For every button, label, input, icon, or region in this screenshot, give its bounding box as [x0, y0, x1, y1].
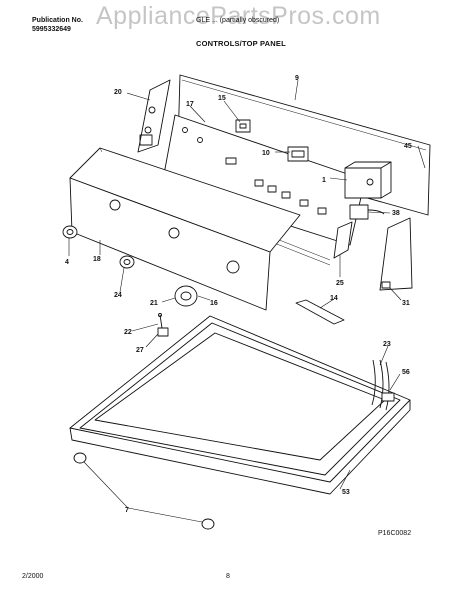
timer — [344, 161, 392, 199]
callout-53: 53 — [342, 489, 350, 496]
callout-18: 18 — [93, 256, 101, 263]
footer-date: 2/2000 — [22, 573, 44, 580]
publication-number: 5995332649 — [32, 26, 71, 33]
clip-7-left — [73, 452, 87, 464]
callout-31: 31 — [402, 300, 410, 307]
callout-22: 22 — [124, 329, 132, 336]
publication-label: Publication No. — [32, 17, 83, 24]
callout-56: 56 — [402, 369, 410, 376]
callout-16: 16 — [210, 300, 218, 307]
screw-22 — [158, 313, 163, 329]
side-bracket — [379, 217, 413, 291]
switch — [287, 146, 309, 162]
main-top-panel — [69, 315, 411, 495]
callout-21: 21 — [150, 300, 158, 307]
callout-14: 14 — [330, 295, 338, 302]
callout-27: 27 — [136, 347, 144, 354]
callout-10: 10 — [262, 150, 270, 157]
section-title: CONTROLS/TOP PANEL — [196, 39, 286, 48]
callout-38: 38 — [392, 210, 400, 217]
callout-45: 45 — [404, 143, 412, 150]
callout-20: 20 — [114, 89, 122, 96]
left-bracket — [137, 79, 171, 153]
callout-23: 23 — [383, 341, 391, 348]
footer-page-number: 8 — [226, 573, 230, 580]
model-number: GLE ... (partially obscured) — [196, 17, 280, 24]
part-14 — [295, 299, 345, 325]
callout-25: 25 — [336, 280, 344, 287]
knob-4 — [62, 225, 78, 239]
callout-labels: 20 17 15 9 10 45 1 38 25 31 18 4 24 21 1… — [65, 75, 412, 514]
knob-24 — [119, 255, 135, 269]
callout-17: 17 — [186, 101, 194, 108]
part-15 — [235, 119, 251, 133]
control-panel-front — [69, 147, 301, 311]
callout-15: 15 — [218, 95, 226, 102]
leader-lines — [68, 79, 426, 523]
figure-code: P16C0082 — [378, 530, 412, 537]
clip-7-right — [201, 518, 215, 530]
callout-4: 4 — [65, 259, 69, 266]
watermark: AppliancePartsPros.com — [96, 2, 381, 30]
wire-harness — [371, 359, 395, 411]
callout-7: 7 — [125, 507, 129, 514]
part-38 — [349, 204, 385, 220]
clip-27 — [157, 327, 169, 337]
callout-24: 24 — [114, 292, 122, 299]
knob-21 — [174, 285, 198, 307]
callout-9: 9 — [295, 75, 299, 82]
callout-1: 1 — [322, 177, 326, 184]
part-25 — [333, 221, 353, 259]
